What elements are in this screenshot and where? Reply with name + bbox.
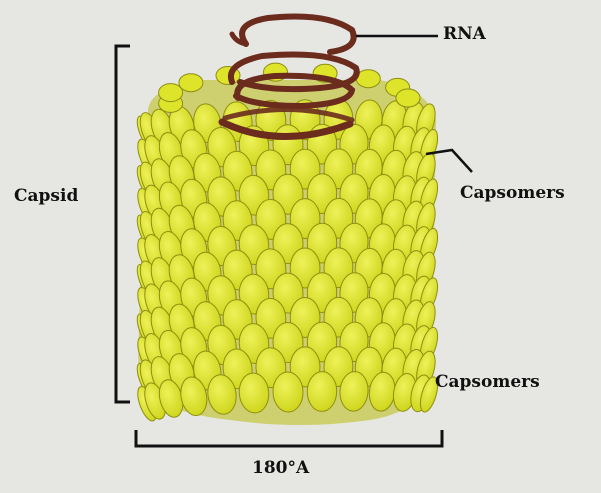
capsomer-rim bbox=[396, 89, 420, 107]
rna-label: RNA bbox=[443, 24, 486, 44]
capsomers-bottom-label: Capsomers bbox=[435, 372, 540, 392]
width-label: 180°A bbox=[252, 458, 309, 478]
capsomer-rim bbox=[179, 74, 203, 92]
capsomer-rim bbox=[356, 70, 380, 88]
capsomer-rim bbox=[159, 84, 183, 102]
capsid-label: Capsid bbox=[14, 186, 78, 206]
width-bracket bbox=[136, 430, 442, 446]
capsid-bracket bbox=[116, 46, 130, 402]
capsomers-top-label: Capsomers bbox=[460, 183, 565, 203]
capsomer bbox=[307, 371, 337, 411]
